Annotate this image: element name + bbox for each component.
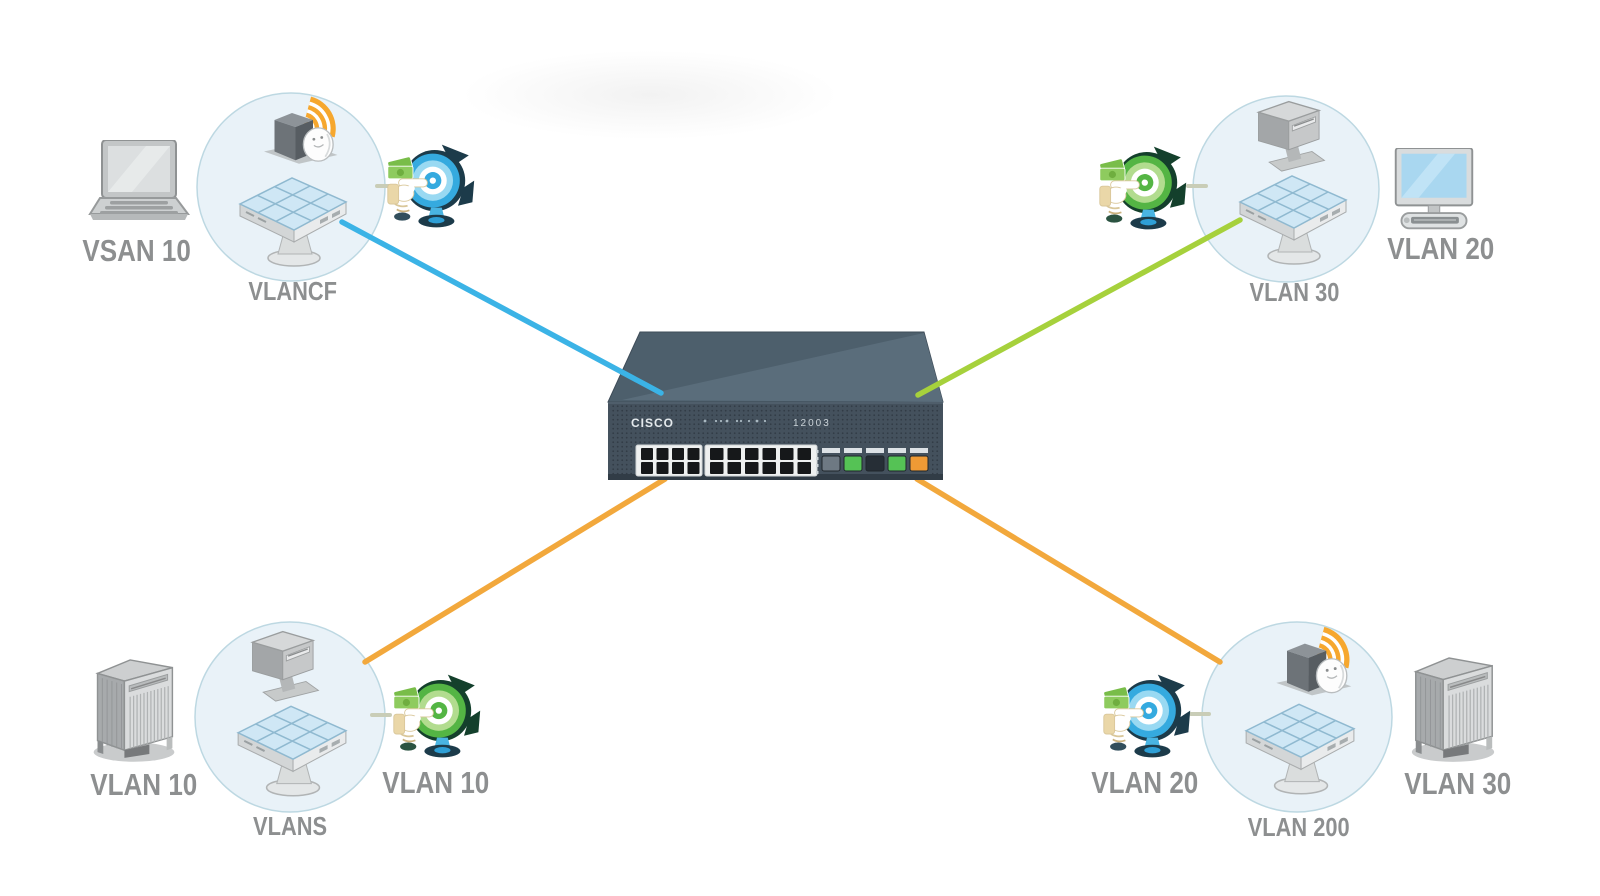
sfp-index-marks (816, 450, 819, 474)
laptop-icon (89, 140, 189, 221)
click-target-icon (392, 673, 482, 759)
link-vlancf-to-switch (339, 219, 664, 396)
label-vlancf-cluster: VLANCF (248, 276, 338, 306)
server-tower-icon (1411, 657, 1495, 763)
switch-brand-label: CISCO (631, 416, 674, 430)
link-switch-to-vlans (362, 476, 668, 665)
click-target-icon (1098, 145, 1188, 231)
label-vlan20-desktop: VLAN 20 (1387, 231, 1495, 266)
desktop-computer-icon (1394, 148, 1474, 230)
background-glow (460, 50, 840, 140)
link-vlan30-to-switch (915, 217, 1243, 398)
sfp-port-5 (909, 455, 929, 472)
sfp-port-4 (887, 455, 907, 472)
rj45-ports-right (710, 448, 811, 474)
click-target-icon (1102, 673, 1192, 759)
sfp-port-2 (843, 455, 863, 472)
server-tower-icon (92, 659, 176, 763)
switch-model-label: 12003 (793, 418, 831, 429)
label-vsan10-laptop: VSAN 10 (82, 233, 192, 268)
label-vlan200-cluster: VLAN 200 (1248, 812, 1350, 842)
label-vlan30-cluster: VLAN 30 (1249, 277, 1339, 307)
sfp-label-strips (822, 448, 928, 453)
label-vlan20-target: VLAN 20 (1091, 765, 1199, 800)
link-switch-to-vlan200 (914, 476, 1223, 665)
switch-led-indicators (703, 419, 767, 423)
label-vlan10-target: VLAN 10 (382, 765, 490, 800)
cisco-switch: CISCO 12003 (607, 331, 944, 480)
sfp-port-1 (821, 455, 841, 472)
rj45-ports-left (641, 448, 700, 474)
click-target-icon (386, 143, 476, 229)
label-vlan30-server: VLAN 30 (1404, 766, 1512, 801)
sfp-port-3 (865, 455, 885, 472)
switch-top-sheen (622, 333, 943, 402)
label-vlans-cluster: VLANS (252, 811, 328, 841)
label-vlan10-server: VLAN 10 (90, 767, 198, 802)
